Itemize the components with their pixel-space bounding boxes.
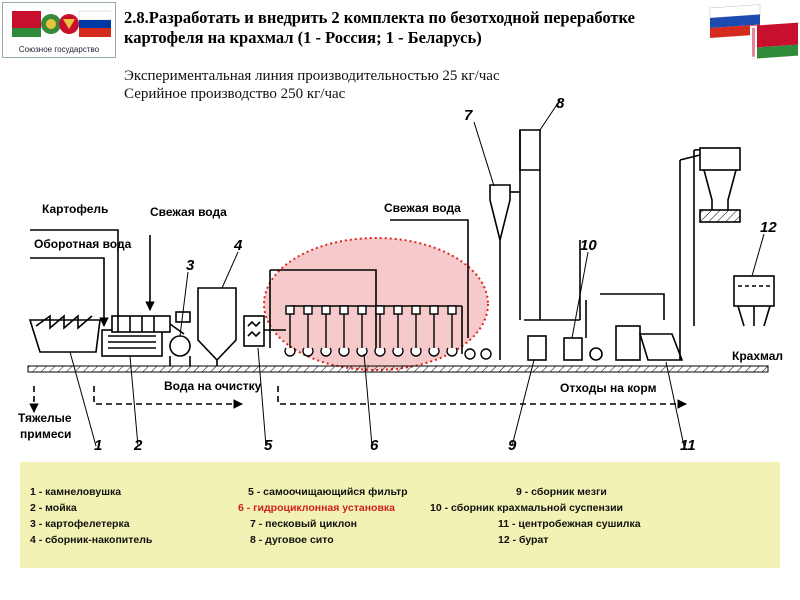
number-1: 1 — [94, 437, 102, 454]
legend-item: 5 - самоочищающийся фильтр — [248, 486, 408, 498]
number-2: 2 — [133, 437, 143, 454]
russia-belarus-flags-icon — [709, 4, 798, 59]
label-heavy-impurities-2: примеси — [20, 427, 71, 441]
legend-item: 7 - песковый циклон — [250, 518, 357, 530]
legend-item: 4 - сборник-накопитель — [30, 534, 153, 546]
number-6: 6 — [370, 437, 379, 454]
subtitle-line-2: Серийное производство 250 кг/час — [124, 86, 346, 102]
legend-item: 3 - картофелетерка — [30, 518, 130, 530]
emblem-caption: Союзное государство — [18, 45, 100, 54]
number-10: 10 — [580, 237, 597, 254]
number-11: 11 — [680, 437, 696, 454]
legend-item-highlighted: 6 - гидроциклонная установка — [238, 502, 396, 514]
subtitle-line-1: Экспериментальная линия производительнос… — [124, 68, 500, 84]
label-fresh-water-right: Свежая вода — [384, 201, 461, 215]
number-3: 3 — [186, 257, 195, 274]
emblem-flags-icon — [7, 10, 111, 37]
legend-item: 8 - дуговое сито — [250, 534, 334, 546]
hydrocyclone-battery — [284, 305, 492, 360]
legend-item: 11 - центробежная сушилка — [498, 518, 641, 530]
floor-line — [27, 365, 769, 373]
legend-item: 10 - сборник крахмальной суспензии — [430, 502, 623, 514]
title-line-2: картофеля на крахмал (1 - Россия; 1 - Бе… — [124, 28, 482, 47]
legend-item: 9 - сборник мезги — [516, 486, 607, 498]
legend-item: 12 - бурат — [498, 534, 549, 546]
number-5: 5 — [264, 437, 273, 454]
label-waste-to-feed: Отходы на корм — [560, 381, 657, 395]
number-12: 12 — [760, 219, 777, 236]
label-starch: Крахмал — [732, 349, 783, 363]
process-flow-diagram: Картофель Оборотная вода Свежая вода Све… — [18, 95, 783, 454]
label-recycled-water: Оборотная вода — [34, 237, 132, 251]
slide-title: 2.8.Разработать и внедрить 2 комплекта п… — [124, 8, 704, 48]
number-9: 9 — [508, 437, 517, 454]
label-heavy-impurities-1: Тяжелые — [18, 411, 72, 425]
number-8: 8 — [556, 95, 565, 112]
equipment-legend: 1 - камнеловушка 2 - мойка 3 - картофеле… — [20, 462, 780, 568]
label-water-to-treatment: Вода на очистку — [164, 379, 262, 393]
number-7: 7 — [464, 107, 473, 124]
number-4: 4 — [233, 237, 243, 254]
legend-item: 2 - мойка — [30, 502, 77, 514]
label-fresh-water-left: Свежая вода — [150, 205, 227, 219]
legend-item: 1 - камнеловушка — [30, 486, 122, 498]
title-line-1: 2.8.Разработать и внедрить 2 комплекта п… — [124, 8, 635, 27]
label-potato: Картофель — [42, 202, 108, 216]
union-state-emblem: Союзное государство — [2, 2, 116, 58]
